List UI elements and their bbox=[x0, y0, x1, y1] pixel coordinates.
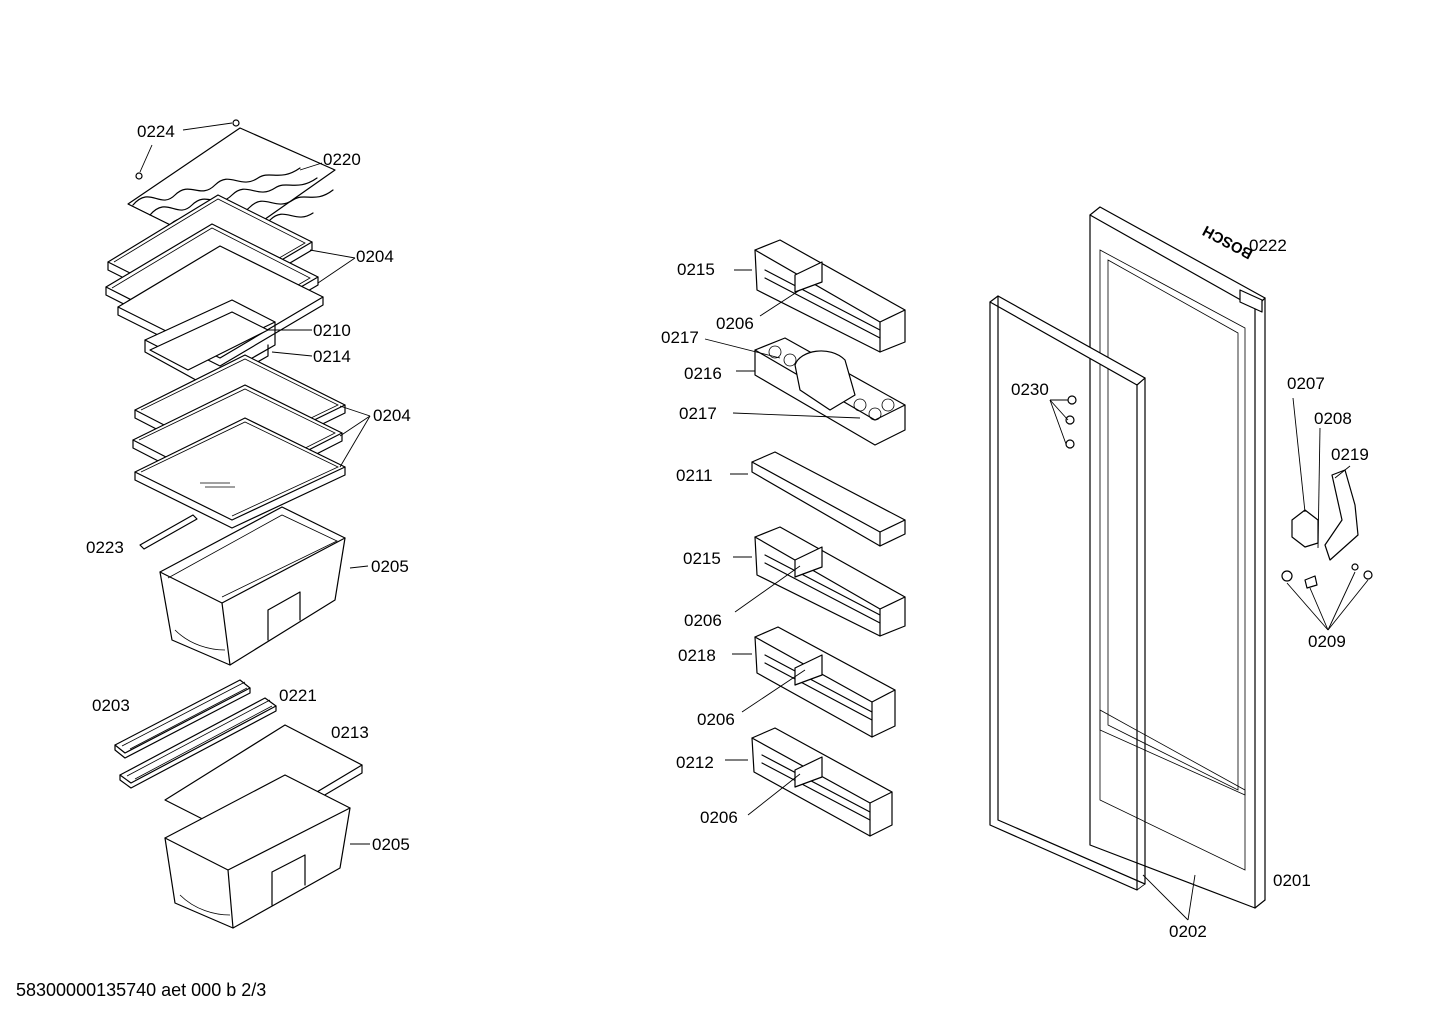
part-0216-egg-tray bbox=[754, 337, 906, 446]
door-bins-group bbox=[751, 239, 906, 837]
callout-0215-middle: 0215 bbox=[683, 549, 721, 568]
leader-lines bbox=[139, 122, 1369, 921]
callout-0223: 0223 bbox=[86, 538, 124, 557]
part-0205-crisper-upper bbox=[159, 506, 346, 666]
callout-0204-upper: 0204 bbox=[356, 247, 394, 266]
callout-0217-1: 0217 bbox=[661, 328, 699, 347]
door-assembly-group: BOSCH bbox=[989, 206, 1373, 909]
callout-0213: 0213 bbox=[331, 723, 369, 742]
part-0202-door-gasket bbox=[989, 295, 1146, 891]
part-0205-crisper-lower bbox=[164, 774, 351, 929]
part-0218-door-bin bbox=[754, 626, 896, 738]
callout-0211: 0211 bbox=[676, 466, 713, 485]
callout-0207: 0207 bbox=[1287, 374, 1325, 393]
part-0224-cap-right bbox=[232, 119, 240, 127]
callout-0206-2: 0206 bbox=[684, 611, 722, 630]
document-reference: 58300000135740 aet 000 b 2/3 bbox=[16, 980, 267, 1000]
callout-0221: 0221 bbox=[279, 686, 317, 705]
callout-0205-lower: 0205 bbox=[372, 835, 410, 854]
callout-0204-lower: 0204 bbox=[373, 406, 411, 425]
part-0209-hardware bbox=[1281, 563, 1373, 589]
callout-0209: 0209 bbox=[1308, 632, 1346, 651]
callout-0202: 0202 bbox=[1169, 922, 1207, 941]
part-0212-door-bin bbox=[751, 727, 893, 837]
callout-0220: 0220 bbox=[323, 150, 361, 169]
callout-0230: 0230 bbox=[1011, 380, 1049, 399]
part-0211-shelf bbox=[751, 451, 906, 547]
callout-0222: 0222 bbox=[1249, 236, 1287, 255]
brand-mark: BOSCH bbox=[1200, 222, 1256, 262]
callout-0203: 0203 bbox=[92, 696, 130, 715]
callout-0214: 0214 bbox=[313, 347, 351, 366]
callout-0217-2: 0217 bbox=[679, 404, 717, 423]
part-0215-door-bin-middle bbox=[754, 526, 906, 637]
part-0223-trim-strip bbox=[139, 514, 198, 550]
part-0224-cap-left bbox=[135, 172, 143, 180]
part-0219-hinge bbox=[1324, 469, 1359, 561]
callout-0216: 0216 bbox=[684, 364, 722, 383]
callout-0212: 0212 bbox=[676, 753, 714, 772]
part-0201-door-panel: BOSCH bbox=[1089, 206, 1266, 909]
callout-0206-1: 0206 bbox=[716, 314, 754, 333]
part-0204-glass-shelf-lower bbox=[132, 354, 346, 529]
callout-0201: 0201 bbox=[1273, 871, 1311, 890]
callout-0206-4: 0206 bbox=[700, 808, 738, 827]
left-parts-group bbox=[105, 119, 363, 929]
callout-0218: 0218 bbox=[678, 646, 716, 665]
part-0207-hinge-bracket bbox=[1291, 509, 1319, 548]
callout-labels: 0224 0220 0204 0210 0214 0204 0223 0205 … bbox=[86, 122, 1369, 941]
callout-0206-3: 0206 bbox=[697, 710, 735, 729]
callout-0224: 0224 bbox=[137, 122, 175, 141]
callout-0208: 0208 bbox=[1314, 409, 1352, 428]
callout-0215-top: 0215 bbox=[677, 260, 715, 279]
part-0203-0221-strips bbox=[114, 679, 277, 789]
part-0230-screws bbox=[1065, 395, 1077, 449]
callout-0210: 0210 bbox=[313, 321, 351, 340]
callout-0205-upper: 0205 bbox=[371, 557, 409, 576]
part-0215-door-bin-top bbox=[754, 239, 906, 353]
callout-0219: 0219 bbox=[1331, 445, 1369, 464]
